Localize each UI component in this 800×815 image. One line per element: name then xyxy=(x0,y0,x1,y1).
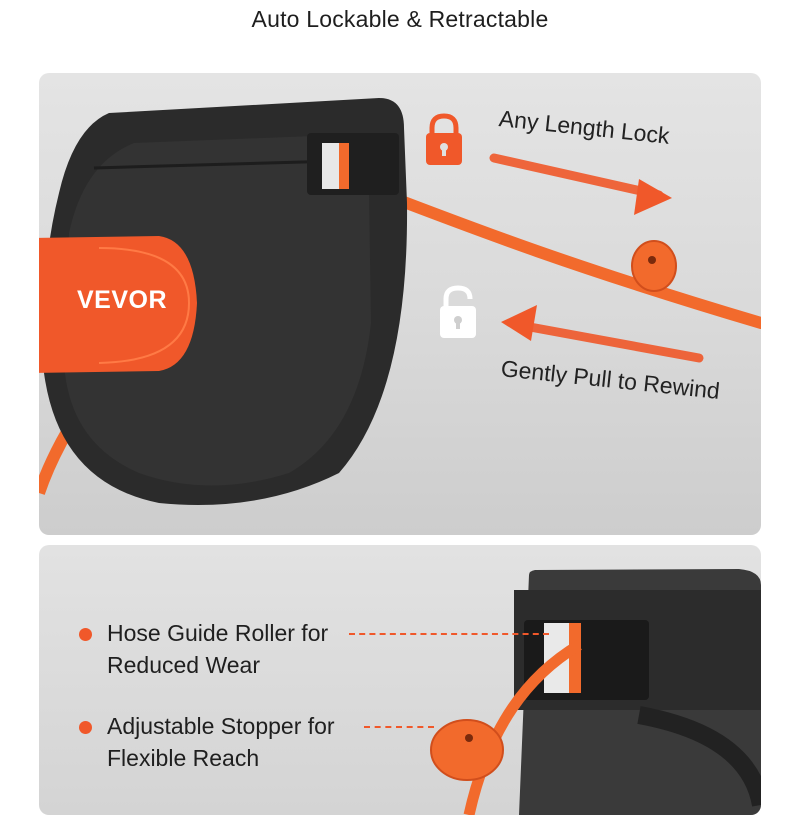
bullet-dot xyxy=(79,721,92,734)
arrow-right-icon xyxy=(634,179,672,215)
callout-leader-line xyxy=(349,633,549,635)
feature-text-line: Reduced Wear xyxy=(107,652,260,678)
callout-leader-line xyxy=(364,726,434,728)
hose-reel-illustration xyxy=(39,98,761,505)
page-title: Auto Lockable & Retractable xyxy=(251,6,549,32)
feature-text-line: Flexible Reach xyxy=(107,745,260,771)
arrow-left-icon xyxy=(501,305,537,341)
top-product-panel: VEVOR Any Length Lock Gently Pull to Rew… xyxy=(39,73,761,535)
bullet-dot xyxy=(79,628,92,641)
lock-closed-icon xyxy=(426,113,462,165)
brand-logo: VEVOR xyxy=(77,286,168,314)
lock-open-icon xyxy=(440,285,476,338)
feature-text-line: Hose Guide Roller for xyxy=(107,620,329,646)
feature-text-line: Adjustable Stopper for xyxy=(107,713,335,739)
bottom-product-panel: Hose Guide Roller for Reduced Wear Adjus… xyxy=(39,545,761,815)
reel-closeup-illustration xyxy=(430,569,761,815)
